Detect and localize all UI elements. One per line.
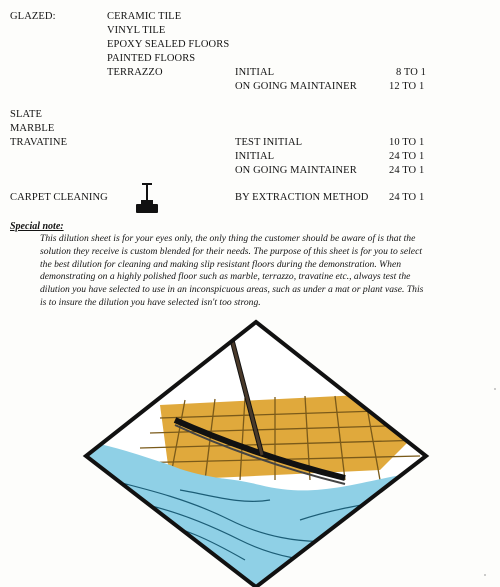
glazed-ratio-value-maintainer: 12 TO 1	[389, 81, 425, 92]
surface-slate: SLATE	[10, 109, 42, 120]
stone-ratio-label-test-initial: TEST INITIAL	[235, 137, 303, 148]
surface-marble: MARBLE	[10, 123, 55, 134]
stone-ratio-value-initial: 24 TO 1	[389, 151, 425, 162]
special-note-line: demonstrating on a highly polished floor…	[40, 271, 411, 283]
surface-travatine: TRAVATINE	[10, 137, 68, 148]
surface-epoxy-sealed-floors: EPOXY SEALED FLOORS	[107, 39, 230, 50]
carpet-heading: CARPET CLEANING	[10, 192, 108, 203]
special-note-heading: Special note:	[10, 221, 64, 232]
special-note-line: the best dilution for cleaning and makin…	[40, 258, 401, 270]
glazed-ratio-label-maintainer: ON GOING MAINTAINER	[235, 81, 357, 92]
stone-ratio-label-maintainer: ON GOING MAINTAINER	[235, 165, 357, 176]
stone-ratio-value-test-initial: 10 TO 1	[389, 137, 425, 148]
carpet-method-label: BY EXTRACTION METHOD	[235, 192, 369, 203]
stone-ratio-label-initial: INITIAL	[235, 151, 275, 162]
surface-ceramic-tile: CERAMIC TILE	[107, 11, 182, 22]
special-note-line: is to insure the dilution you have selec…	[40, 296, 261, 308]
glazed-ratio-label-initial: INITIAL	[235, 67, 275, 78]
page-speck	[484, 574, 486, 576]
special-note-body: This dilution sheet is for your eyes onl…	[40, 233, 492, 310]
glazed-ratio-value-initial: 8 TO 1	[396, 67, 426, 78]
glazed-heading: GLAZED:	[10, 11, 56, 22]
surface-vinyl-tile: VINYL TILE	[107, 25, 166, 36]
carpet-method-value: 24 TO 1	[389, 192, 425, 203]
floor-machine-icon	[136, 183, 158, 213]
page-speck	[494, 388, 496, 390]
special-note-line: dilution you have selected to use in an …	[40, 284, 424, 296]
surface-terrazzo: TERRAZZO	[107, 67, 163, 78]
special-note-line: This dilution sheet is for your eyes onl…	[40, 233, 416, 244]
stone-ratio-value-maintainer: 24 TO 1	[389, 165, 425, 176]
surface-painted-floors: PAINTED FLOORS	[107, 53, 196, 64]
special-note-line: solution they receive is custom blended …	[40, 245, 422, 257]
